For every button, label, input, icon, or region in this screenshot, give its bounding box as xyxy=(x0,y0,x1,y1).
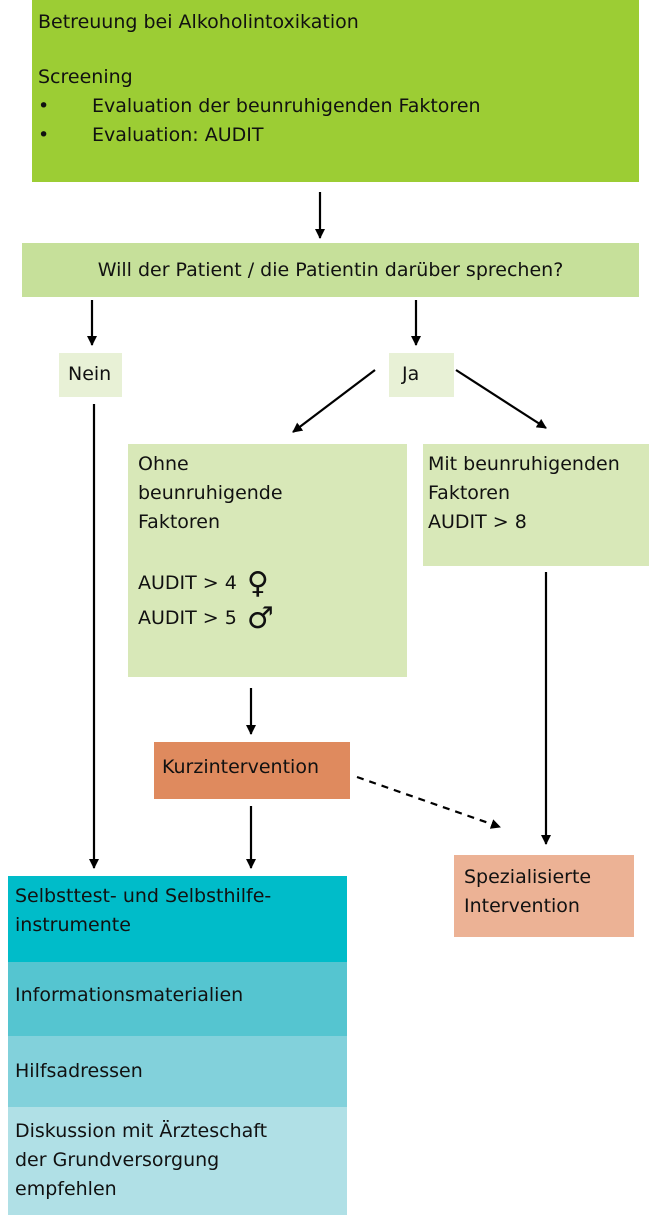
arrow-yes-to-no-factors xyxy=(292,369,376,433)
screening-list: •Evaluation der beunruhigenden Faktoren … xyxy=(38,92,639,150)
screening-box: Betreuung bei Alkoholintoxikation Screen… xyxy=(32,0,639,182)
arrow-yes-to-factors xyxy=(455,369,547,429)
screening-subtitle: Screening xyxy=(38,66,133,88)
audit-male-line: AUDIT > 5 ♂ xyxy=(138,600,274,636)
help-addresses-box: Hilfsadressen xyxy=(8,1036,347,1107)
answer-no: Nein xyxy=(59,353,122,397)
brief-intervention-box: Kurzintervention xyxy=(154,742,350,799)
question-text: Will der Patient / die Patientin darüber… xyxy=(97,258,564,281)
audit-female-line: AUDIT > 4 ♀ xyxy=(138,565,269,601)
arrow-brief-to-specialized-dashed xyxy=(356,775,501,829)
no-risk-factors-box: Ohne beunruhigende Faktoren AUDIT > 4 ♀ … xyxy=(128,444,407,677)
screening-item: •Evaluation der beunruhigenden Faktoren xyxy=(38,92,639,121)
bullet-icon: • xyxy=(38,124,50,146)
information-materials-box: Informationsmaterialien xyxy=(8,962,347,1036)
screening-title: Betreuung bei Alkoholintoxikation xyxy=(38,11,359,33)
screening-item: •Evaluation: AUDIT xyxy=(38,121,639,150)
resources-stack: Selbsttest- und Selbsthilfe- instrumente… xyxy=(8,876,347,1215)
answer-yes: Ja xyxy=(389,353,454,397)
question-box: Will der Patient / die Patientin darüber… xyxy=(22,243,639,297)
specialized-intervention-box: Spezialisierte Intervention xyxy=(454,855,634,937)
physician-discussion-box: Diskussion mit Ärzteschaft der Grundvers… xyxy=(8,1107,347,1215)
risk-factors-box: Mit beunruhigenden Faktoren AUDIT > 8 xyxy=(423,444,649,566)
bullet-icon: • xyxy=(38,95,50,117)
female-icon: ♀ xyxy=(246,565,269,601)
male-icon: ♂ xyxy=(246,600,274,636)
self-test-tools-box: Selbsttest- und Selbsthilfe- instrumente xyxy=(8,876,347,962)
